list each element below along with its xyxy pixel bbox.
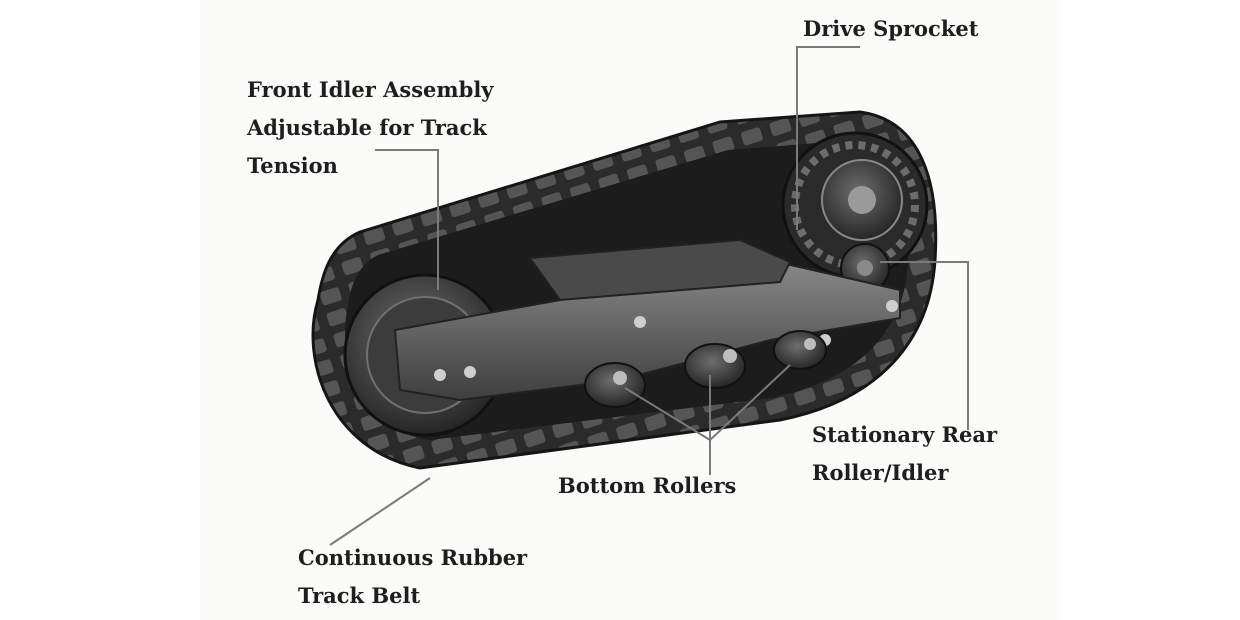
label-front-idler-line-2: Adjustable for Track — [247, 115, 487, 140]
leader-rubber-track — [329, 477, 431, 546]
leader-drive-sprocket — [796, 46, 860, 230]
leader-bottom-rollers-3 — [709, 364, 791, 441]
leader-stationary-rear — [880, 261, 969, 430]
leader-bottom-rollers-1 — [624, 387, 711, 441]
label-stationary-rear-line-2: Roller/Idler — [812, 460, 949, 485]
label-drive-sprocket-line: Drive Sprocket — [803, 16, 979, 41]
label-rubber-track-line-1: Continuous Rubber — [298, 545, 528, 570]
label-front-idler: Front Idler Assembly Adjustable for Trac… — [247, 71, 494, 185]
label-rubber-track-line-2: Track Belt — [298, 583, 421, 608]
leader-front-idler — [375, 149, 439, 290]
label-stationary-rear: Stationary Rear Roller/Idler — [812, 416, 997, 492]
label-front-idler-line-1: Front Idler Assembly — [247, 77, 494, 102]
label-bottom-rollers: Bottom Rollers — [558, 467, 736, 505]
leader-lines — [329, 46, 969, 546]
label-drive-sprocket: Drive Sprocket — [803, 10, 978, 48]
label-bottom-rollers-line: Bottom Rollers — [558, 473, 737, 498]
bottom-rollers — [584, 330, 827, 408]
label-rubber-track: Continuous Rubber Track Belt — [298, 539, 527, 615]
label-stationary-rear-line-1: Stationary Rear — [812, 422, 998, 447]
label-front-idler-line-3: Tension — [247, 153, 338, 178]
